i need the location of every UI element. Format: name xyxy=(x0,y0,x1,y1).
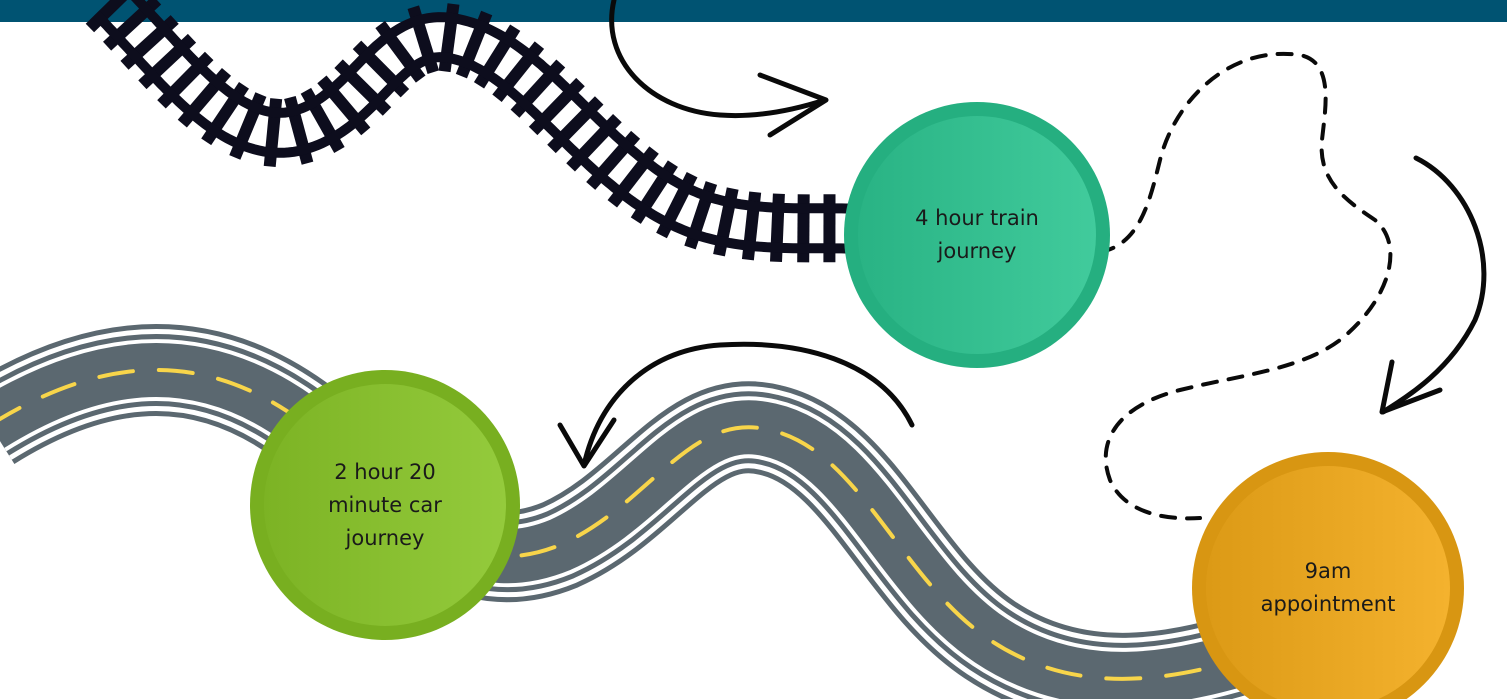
rail-line xyxy=(96,14,876,250)
curved-arrow-icon xyxy=(612,0,826,135)
curved-arrow-icon xyxy=(1382,158,1484,412)
road-icon xyxy=(0,370,1270,679)
car-journey-label: 2 hour 20 minute car journey xyxy=(295,456,475,555)
car-journey-node: 2 hour 20 minute car journey xyxy=(250,370,520,640)
dashed-path-icon xyxy=(1100,54,1390,519)
railway-track-icon xyxy=(90,0,880,263)
train-journey-node: 4 hour train journey xyxy=(844,102,1110,368)
appointment-label: 9am appointment xyxy=(1238,555,1418,621)
train-journey-label: 4 hour train journey xyxy=(887,202,1067,268)
